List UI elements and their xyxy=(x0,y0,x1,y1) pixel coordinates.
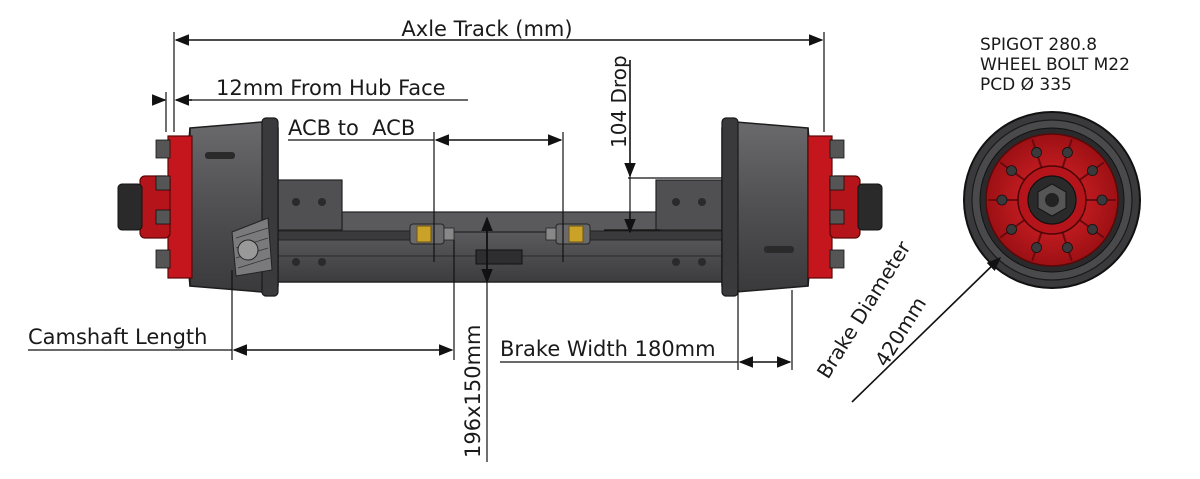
wheel-bolt xyxy=(996,194,1008,206)
axle-assembly xyxy=(117,117,883,297)
wheel-bolt xyxy=(1087,223,1098,235)
wheel-bolt xyxy=(1031,147,1042,158)
camshaft-label: Camshaft Length xyxy=(28,325,207,349)
wheel-bolt xyxy=(1031,242,1042,253)
drop-label: 104 Drop xyxy=(607,55,631,148)
pcd-spec: PCD Ø 335 xyxy=(980,75,1072,95)
spring-seat-right xyxy=(655,179,723,231)
wheel-bolt xyxy=(1096,194,1108,206)
wheel-bolt xyxy=(1062,147,1073,158)
camshaft-left xyxy=(269,230,421,241)
beam-size-label: 196x150mm xyxy=(461,324,485,458)
wheel-hub-right xyxy=(807,135,883,279)
brake-diameter-leader xyxy=(851,256,1002,403)
axle-beam-top-plate xyxy=(341,211,661,233)
hub-front-view xyxy=(963,111,1141,289)
wheel-bolt-ring xyxy=(988,138,1116,262)
hub-face-label: 12mm From Hub Face xyxy=(216,76,446,100)
camshaft-right xyxy=(579,230,726,241)
wheel-bolt xyxy=(1087,165,1098,177)
wheel-bolt xyxy=(1062,242,1073,253)
wheel-bolt xyxy=(1006,223,1017,235)
brake-drum-right xyxy=(721,117,813,297)
dimensions: Axle Track (mm) 12mm From Hub Face ACB t… xyxy=(28,17,825,462)
wheel-hub-left xyxy=(117,135,193,279)
spigot-spec: SPIGOT 280.8 xyxy=(980,35,1097,55)
slack-adjuster-right xyxy=(545,223,591,245)
slack-adjuster-left xyxy=(409,223,455,245)
axle-track-label: Axle Track (mm) xyxy=(401,17,572,41)
spec-block: SPIGOT 280.8 WHEEL BOLT M22 PCD Ø 335 xyxy=(980,35,1130,95)
spring-seat-left xyxy=(275,179,343,231)
wheel-bolt xyxy=(1006,165,1017,177)
wheel-bolt-spec: WHEEL BOLT M22 xyxy=(980,55,1130,75)
brake-drum-left xyxy=(185,117,279,297)
brake-width-label: Brake Width 180mm xyxy=(500,337,716,361)
beam-center-block xyxy=(475,249,523,265)
acb-label: ACB to ACB xyxy=(288,116,415,140)
